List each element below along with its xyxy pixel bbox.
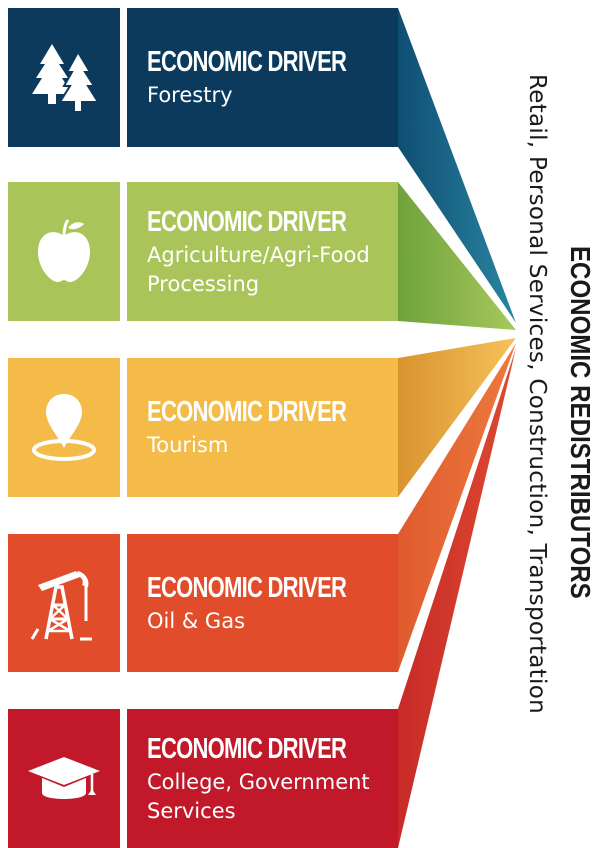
redistributors-title: ECONOMIC REDISTRIBUTORS bbox=[565, 246, 596, 599]
driver-agriculture-label-box: ECONOMIC DRIVER Agriculture/Agri-Food Pr… bbox=[127, 182, 398, 321]
driver-subtitle: Tourism bbox=[147, 433, 229, 457]
driver-agriculture-icon-box bbox=[8, 182, 120, 321]
driver-subtitle: Oil & Gas bbox=[147, 608, 246, 633]
driver-oil-gas-label-box: ECONOMIC DRIVER Oil & Gas bbox=[127, 534, 398, 672]
fan-oil-gas bbox=[398, 343, 516, 672]
driver-subtitle: Forestry bbox=[147, 83, 233, 107]
driver-college-icon-box bbox=[8, 709, 120, 848]
driver-title: ECONOMIC DRIVER bbox=[147, 205, 347, 238]
driver-subtitle: College, Government Services bbox=[147, 769, 370, 823]
oil-pump-icon bbox=[30, 571, 92, 641]
trees-icon bbox=[32, 43, 100, 113]
driver-college-label-box: ECONOMIC DRIVER College, Government Serv… bbox=[127, 709, 398, 848]
driver-oil-gas-icon-box bbox=[8, 534, 120, 672]
driver-forestry-icon-box bbox=[8, 8, 120, 147]
fan-forestry bbox=[398, 8, 516, 323]
redistributors-subtitle: Retail, Personal Services, Construction,… bbox=[524, 74, 550, 714]
driver-tourism-label-box: ECONOMIC DRIVER Tourism bbox=[127, 358, 398, 497]
driver-forestry-label-box: ECONOMIC DRIVER Forestry bbox=[127, 8, 398, 147]
redistributors-panel: Retail, Personal Services, Construction,… bbox=[518, 74, 602, 788]
apple-icon bbox=[38, 218, 90, 282]
fan-tourism bbox=[398, 338, 516, 497]
driver-title: ECONOMIC DRIVER bbox=[147, 46, 347, 78]
graduation-cap-icon bbox=[28, 756, 100, 799]
driver-title: ECONOMIC DRIVER bbox=[147, 571, 347, 604]
location-pin-icon bbox=[32, 393, 96, 461]
driver-subtitle: Agriculture/Agri-Food Processing bbox=[147, 242, 370, 296]
fan-agriculture bbox=[398, 182, 516, 330]
driver-tourism-icon-box bbox=[8, 358, 120, 497]
driver-title: ECONOMIC DRIVER bbox=[147, 732, 347, 765]
driver-title: ECONOMIC DRIVER bbox=[147, 396, 347, 428]
fan-college bbox=[398, 348, 516, 848]
